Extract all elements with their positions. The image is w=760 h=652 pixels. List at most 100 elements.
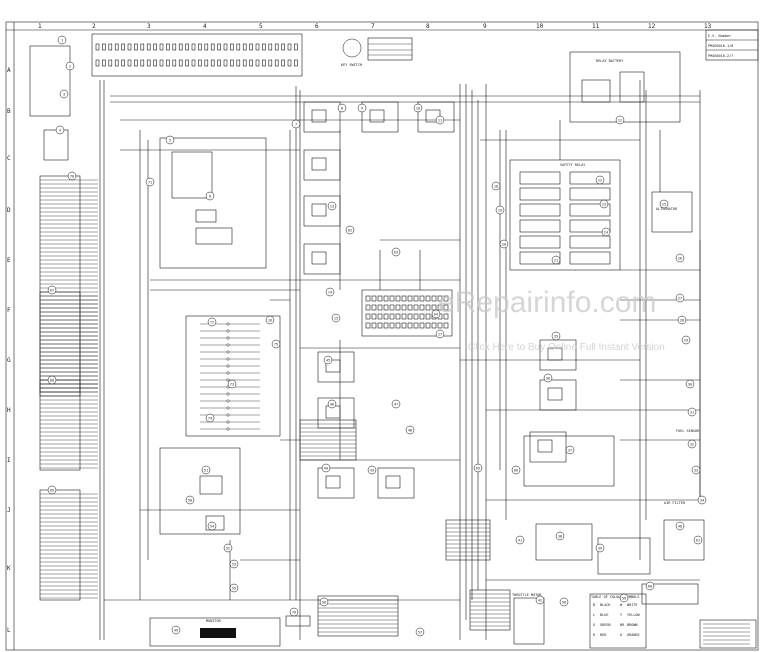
watermark: eRepairinfo.com Click Here to Buy Online… [438, 286, 665, 353]
callout-number: 43 [370, 468, 374, 472]
callout-circle [327, 201, 337, 211]
callout-number: 52 [226, 546, 230, 550]
fuse-box [91, 33, 303, 77]
callout-circle [565, 445, 575, 455]
colour-code: B [593, 603, 595, 607]
callout-circle [265, 315, 275, 325]
callout-circle [327, 399, 337, 409]
col-7: 7 [371, 23, 375, 30]
callout-circle [595, 543, 605, 553]
callout-number: 54 [210, 524, 214, 528]
row-I: I [7, 457, 11, 464]
row-A: A [7, 67, 11, 74]
title-block-row1: E.S. Number [708, 34, 731, 38]
callout-number: 24 [604, 230, 608, 234]
switch-panel-upper [159, 137, 267, 269]
callout-number: 70 [70, 174, 74, 178]
callout-number: 12 [618, 118, 622, 122]
callout-circle [473, 463, 483, 473]
callout-number: 50 [188, 498, 192, 502]
row-K: K [7, 565, 11, 572]
col-12: 12 [648, 23, 656, 30]
callout-number: 15 [334, 316, 338, 320]
callout-number: 61 [696, 538, 700, 542]
alternator: ALTERNATOR [651, 191, 693, 233]
callout-number: 19 [498, 208, 502, 212]
monitor-label: MONITOR [206, 619, 222, 623]
callout-number: 4 [59, 128, 61, 132]
callout-circle [675, 253, 685, 263]
callout-number: 21 [554, 258, 558, 262]
callout-circle [47, 375, 57, 385]
col-2: 2 [92, 23, 96, 30]
callout-circle [413, 103, 423, 113]
callout-circle [599, 199, 609, 209]
callout-number: 27 [678, 296, 682, 300]
col-10: 10 [536, 23, 544, 30]
callout-number: 66 [514, 468, 518, 472]
callout-circle [205, 191, 215, 201]
callout-number: 75 [274, 342, 278, 346]
notes-block [699, 619, 757, 649]
callout-number: 48 [408, 428, 412, 432]
callout-circle [491, 181, 501, 191]
callout-circle [595, 175, 605, 185]
callout-number: 13 [330, 204, 334, 208]
callout-number: 1 [61, 38, 63, 42]
callout-number: 59 [622, 596, 626, 600]
callout-number: 46 [330, 402, 334, 406]
callout-circle [535, 595, 545, 605]
switch-panel-lower [185, 315, 281, 437]
callout-circle [659, 199, 669, 209]
callout-circle [495, 205, 505, 215]
callout-circle [615, 115, 625, 125]
callout-circle [391, 247, 401, 257]
callout-number: 55 [232, 586, 236, 590]
callout-circle [677, 315, 687, 325]
callout-number: 26 [678, 256, 682, 260]
callout-number: 25 [662, 202, 666, 206]
callout-number: 56 [322, 600, 326, 604]
callout-number: 11 [438, 118, 442, 122]
row-D: D [7, 207, 11, 214]
watermark-sub: Click Here to Buy Online Full Instant Ve… [468, 342, 665, 353]
colour-name: GREEN [600, 623, 611, 627]
callout-number: 44 [324, 466, 328, 470]
callout-circle [323, 355, 333, 365]
callout-number: 49 [174, 628, 178, 632]
callout-number: 53 [232, 562, 236, 566]
callout-number: 76 [292, 610, 296, 614]
callout-number: 8 [341, 106, 343, 110]
callout-circle [201, 465, 211, 475]
col-5: 5 [259, 23, 263, 30]
title-block-row3: PM4E0010-2/7 [708, 54, 733, 58]
callout-number: 73 [230, 382, 234, 386]
callout-circle [555, 531, 565, 541]
callout-circle [229, 583, 239, 593]
callout-circle [321, 463, 331, 473]
callout-circle [325, 287, 335, 297]
air-filter-label: AIR FILTER [664, 501, 686, 505]
callout-circle [331, 313, 341, 323]
callout-circle [55, 125, 65, 135]
safety-relay-label: SAFETY RELAY [560, 163, 586, 167]
colour-code: BR [620, 623, 625, 627]
callout-number: 18 [494, 184, 498, 188]
colour-code: G [593, 623, 595, 627]
wiring-network [99, 80, 701, 640]
callout-number: 71 [148, 180, 152, 184]
callout-number: 14 [328, 290, 332, 294]
callout-circle [511, 465, 521, 475]
key-switch-label: KEY SWITCH [341, 63, 362, 67]
throttle-motor-label: THROTTLE MOTOR [512, 593, 542, 597]
callout-number: 6 [209, 194, 211, 198]
callout-circle [227, 379, 237, 389]
callout-circle [65, 61, 75, 71]
callout-circle [391, 399, 401, 409]
callout-number: 68 [50, 378, 54, 382]
bottom-connectors [299, 419, 511, 637]
relay-battery: RELAY BATTERY [569, 51, 681, 123]
callout-circle [681, 335, 691, 345]
